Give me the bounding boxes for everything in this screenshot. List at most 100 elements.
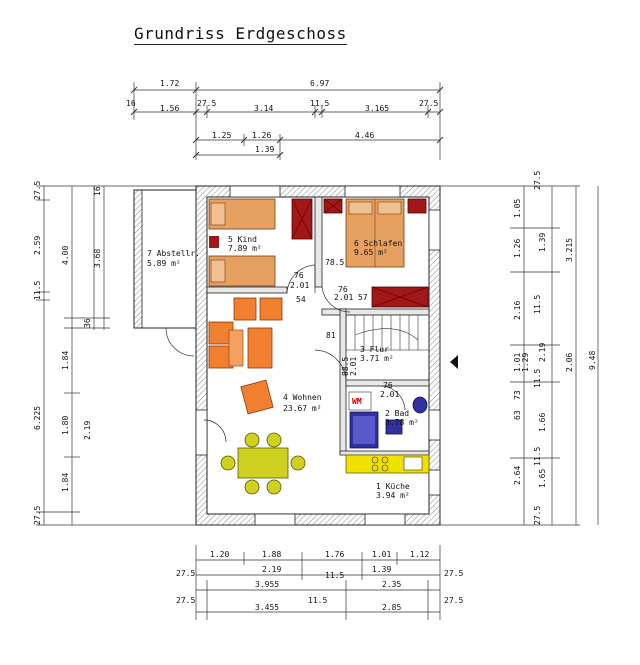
room-bad-name: 2 Bad bbox=[385, 409, 409, 418]
dim-door-kind-1: 76 bbox=[294, 271, 304, 280]
room-schlafen-name: 6 Schlafen bbox=[354, 239, 402, 248]
room-abstell-name: 7 Abstellr. bbox=[147, 249, 200, 258]
wohnen-coffee-table bbox=[228, 329, 244, 367]
dim-right-15: 11.5 bbox=[533, 447, 542, 466]
schlafen-bed bbox=[345, 198, 405, 268]
dim-bottom-16: 2.85 bbox=[382, 603, 401, 612]
dim-bottom-10: 11.5 bbox=[325, 571, 344, 580]
room-kueche-area: 3.94 m² bbox=[376, 491, 410, 500]
dim-left-4: 6.225 bbox=[33, 406, 42, 430]
dim-left-9: 1.84 bbox=[61, 473, 70, 492]
dim-left-3: 11.5 bbox=[33, 281, 42, 300]
room-flur-name: 3 Flur bbox=[360, 345, 389, 354]
room-kueche-name: 1 Küche bbox=[376, 482, 410, 491]
dim-left-13: 36 bbox=[83, 318, 92, 328]
dimension-chain-right bbox=[440, 185, 580, 526]
wall-kind-wohnen bbox=[206, 286, 288, 294]
dim-right-2: 1.26 bbox=[513, 239, 522, 258]
kitchen-sink bbox=[403, 456, 423, 471]
dim-top-10: 1.25 bbox=[212, 131, 231, 140]
dim-top-5: 27.5 bbox=[197, 99, 216, 108]
dim-door-bad-1: 76 bbox=[383, 381, 393, 390]
room-schlafen-area: 9.65 m² bbox=[354, 248, 388, 257]
dining-set bbox=[220, 432, 306, 495]
dim-right-18: 3.215 bbox=[565, 238, 574, 262]
dim-gap-81: 81 bbox=[326, 331, 336, 340]
plan-title: Grundriss Erdgeschoss bbox=[134, 24, 347, 45]
dim-left-2: 2.59 bbox=[33, 236, 42, 255]
dim-left-10: 3.68 bbox=[93, 249, 102, 268]
wall-bad-kueche bbox=[339, 450, 430, 456]
dim-bottom-17: 27.5 bbox=[444, 596, 463, 605]
dimension-chain-left bbox=[36, 185, 200, 526]
room-wohnen-area: 23.67 m² bbox=[283, 404, 322, 413]
dim-right-6: 73 bbox=[513, 390, 522, 400]
dim-right-12: 2.19 bbox=[538, 343, 547, 362]
dim-top-3: 16 bbox=[126, 99, 136, 108]
dim-right-17: 27.5 bbox=[533, 506, 542, 525]
dim-top-7: 11.5 bbox=[310, 99, 329, 108]
bad-shower-inner bbox=[353, 416, 375, 444]
door-swings bbox=[165, 264, 406, 443]
dim-right-14: 1.66 bbox=[538, 413, 547, 432]
dim-right-13: 11.5 bbox=[533, 369, 542, 388]
dim-bottom-14: 3.455 bbox=[255, 603, 279, 612]
dim-door-schlafen-1: 76 bbox=[338, 285, 348, 294]
entrance-arrow-icon bbox=[450, 355, 458, 369]
dim-bottom-5: 1.12 bbox=[410, 550, 429, 559]
kind-wardrobe bbox=[291, 198, 313, 240]
room-kind-name: 5 Kind bbox=[228, 235, 257, 244]
wall-kind-schlafen bbox=[314, 196, 323, 288]
dim-door-flur-1: 88.5 bbox=[341, 357, 350, 376]
dim-bottom-2: 1.88 bbox=[262, 550, 281, 559]
dimension-labels-bottom: 1.20 1.88 1.76 1.01 1.12 2.19 1.39 27.5 … bbox=[176, 550, 463, 612]
dim-door-bad-2: 2.01 bbox=[380, 390, 399, 399]
dim-bottom-1: 1.20 bbox=[210, 550, 229, 559]
dim-door-flur-2: 2.01 bbox=[349, 357, 358, 376]
dim-right-10: 1.39 bbox=[538, 233, 547, 252]
dim-left-12: 16 bbox=[93, 186, 102, 196]
dim-right-11: 11.5 bbox=[533, 295, 542, 314]
dim-bottom-15: 11.5 bbox=[308, 596, 327, 605]
dim-top-12: 4.46 bbox=[355, 131, 374, 140]
dim-right-5: 1.29 bbox=[521, 353, 530, 372]
dimension-labels-top: 1.72 6.97 16 1.56 27.5 3.14 11.5 3.165 2… bbox=[126, 79, 438, 154]
room-bad-area: 3.78 m² bbox=[385, 418, 419, 427]
dim-left-8: 1.80 bbox=[61, 416, 70, 435]
abstellraum-wall bbox=[133, 189, 143, 329]
schlafen-wardrobe-top bbox=[323, 198, 343, 214]
room-kind-area: 7.89 m² bbox=[228, 244, 262, 253]
kind-nightstand bbox=[209, 236, 219, 248]
dim-bottom-12: 27.5 bbox=[444, 569, 463, 578]
wohnen-sofa-group bbox=[208, 297, 283, 415]
dim-gap-57: 57 bbox=[358, 293, 368, 302]
dim-left-1: 27.5 bbox=[33, 181, 42, 200]
dim-door-kind-2: 2.01 bbox=[290, 281, 309, 290]
dim-right-19: 2.06 bbox=[565, 353, 574, 372]
dim-right-20: 9.48 bbox=[588, 351, 597, 370]
dim-left-6: 4.00 bbox=[61, 246, 70, 265]
room-wohnen-name: 4 Wohnen bbox=[283, 393, 322, 402]
dim-left-11: 2.19 bbox=[83, 421, 92, 440]
dimension-labels-left: 27.5 2.59 11.5 6.225 27.5 4.00 1.84 1.80… bbox=[33, 181, 102, 525]
room-abstell-area: 5.89 m² bbox=[147, 259, 181, 268]
dim-bottom-6: 2.19 bbox=[262, 565, 281, 574]
dim-right-9: 27.5 bbox=[533, 171, 542, 190]
dim-bottom-11: 2.35 bbox=[382, 580, 401, 589]
dim-top-9: 27.5 bbox=[419, 99, 438, 108]
dim-right-7: 63 bbox=[513, 410, 522, 420]
dim-right-16: 1.65 bbox=[538, 469, 547, 488]
dim-left-5: 27.5 bbox=[33, 506, 42, 525]
dimension-chain-top bbox=[133, 82, 441, 160]
dim-right-1: 1.05 bbox=[513, 199, 522, 218]
dim-bottom-4: 1.01 bbox=[372, 550, 391, 559]
bad-sink bbox=[385, 419, 403, 435]
dim-top-8: 3.165 bbox=[365, 104, 389, 113]
dim-gap-54: 54 bbox=[296, 295, 306, 304]
washing-machine bbox=[348, 391, 372, 411]
room-flur-area: 3.71 m² bbox=[360, 354, 394, 363]
dim-bottom-9: 3.955 bbox=[255, 580, 279, 589]
dim-door-schlafen-2: 2.01 bbox=[334, 293, 353, 302]
dim-right-8: 2.64 bbox=[513, 466, 522, 485]
wall-flur-wohnen bbox=[339, 308, 347, 455]
